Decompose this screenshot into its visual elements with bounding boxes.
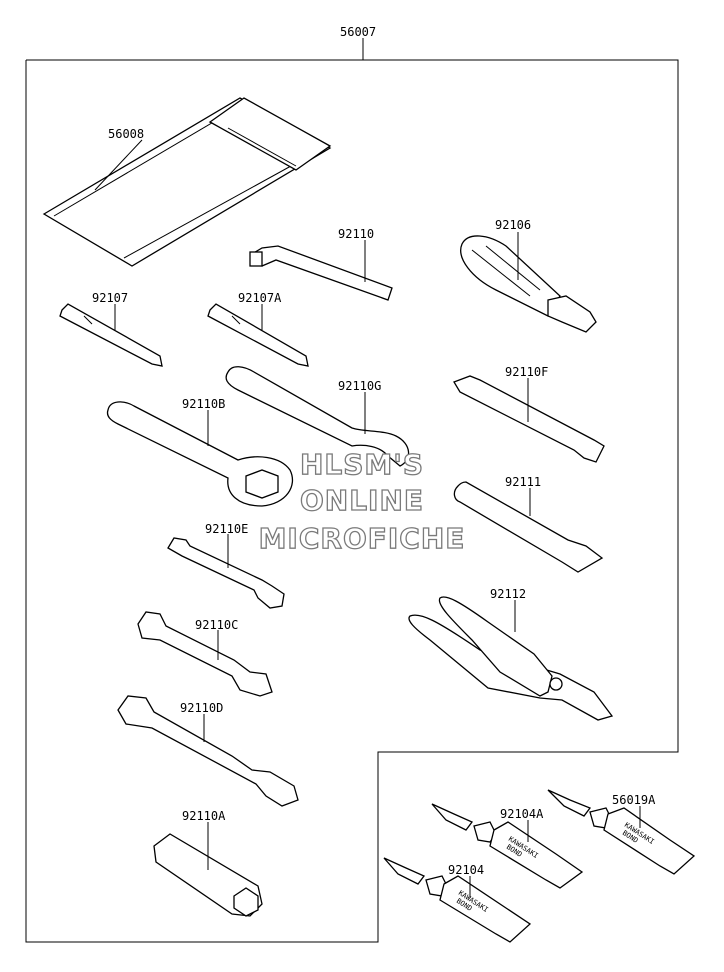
label-56019A: 56019A [612,793,656,807]
label-92110A: 92110A [182,809,226,823]
wrench-92110E[interactable]: 92110E [167,522,285,609]
pliers-92112[interactable]: 92112 [408,587,614,721]
screwdriver-handle-92106[interactable]: 92106 [460,218,597,333]
label-92110D: 92110D [180,701,223,715]
spanner-92110G[interactable]: 92110G [225,366,410,467]
label-92107A: 92107A [238,291,282,305]
box-wrench-92110B[interactable]: 92110B [106,397,294,507]
label-92110E: 92110E [205,522,248,536]
label-92104A: 92104A [500,807,544,821]
socket-92110A[interactable]: 92110A [153,809,263,917]
tool-bag-56008[interactable]: 56008 [42,97,332,267]
label-92110: 92110 [338,227,374,241]
bit-92107[interactable]: 92107 [59,291,163,367]
watermark-line3: MICROFICHE [259,522,466,555]
bond-tube-56019A[interactable]: KAWASAKI BOND 56019A [547,789,696,875]
hex-key-92110[interactable]: 92110 [249,227,393,301]
label-92110C: 92110C [195,618,238,632]
spanner-92110F[interactable]: 92110F [453,365,605,463]
label-92110B: 92110B [182,397,225,411]
bit-92107A[interactable]: 92107A [207,291,309,367]
label-56008: 56008 [108,127,144,141]
assembly-frame: 56007 [25,25,679,943]
watermark-line1: HLSM'S [300,448,424,481]
label-92110F: 92110F [505,365,548,379]
bond-tube-92104[interactable]: KAWASAKI BOND 92104 [383,857,532,943]
label-92106: 92106 [495,218,531,232]
watermark-line2: ONLINE [300,484,424,517]
label-92112: 92112 [490,587,526,601]
tube-92111[interactable]: 92111 [453,475,604,573]
wrench-92110D[interactable]: 92110D [117,695,299,807]
label-92107: 92107 [92,291,128,305]
label-56007: 56007 [340,25,376,39]
bond-tube-92104A[interactable]: KAWASAKI BOND 92104A [431,803,584,889]
label-92110G: 92110G [338,379,381,393]
wrench-92110C[interactable]: 92110C [137,611,273,697]
label-92111: 92111 [505,475,541,489]
watermark: HLSM'S ONLINE MICROFICHE [258,447,466,555]
label-92104: 92104 [448,863,484,877]
